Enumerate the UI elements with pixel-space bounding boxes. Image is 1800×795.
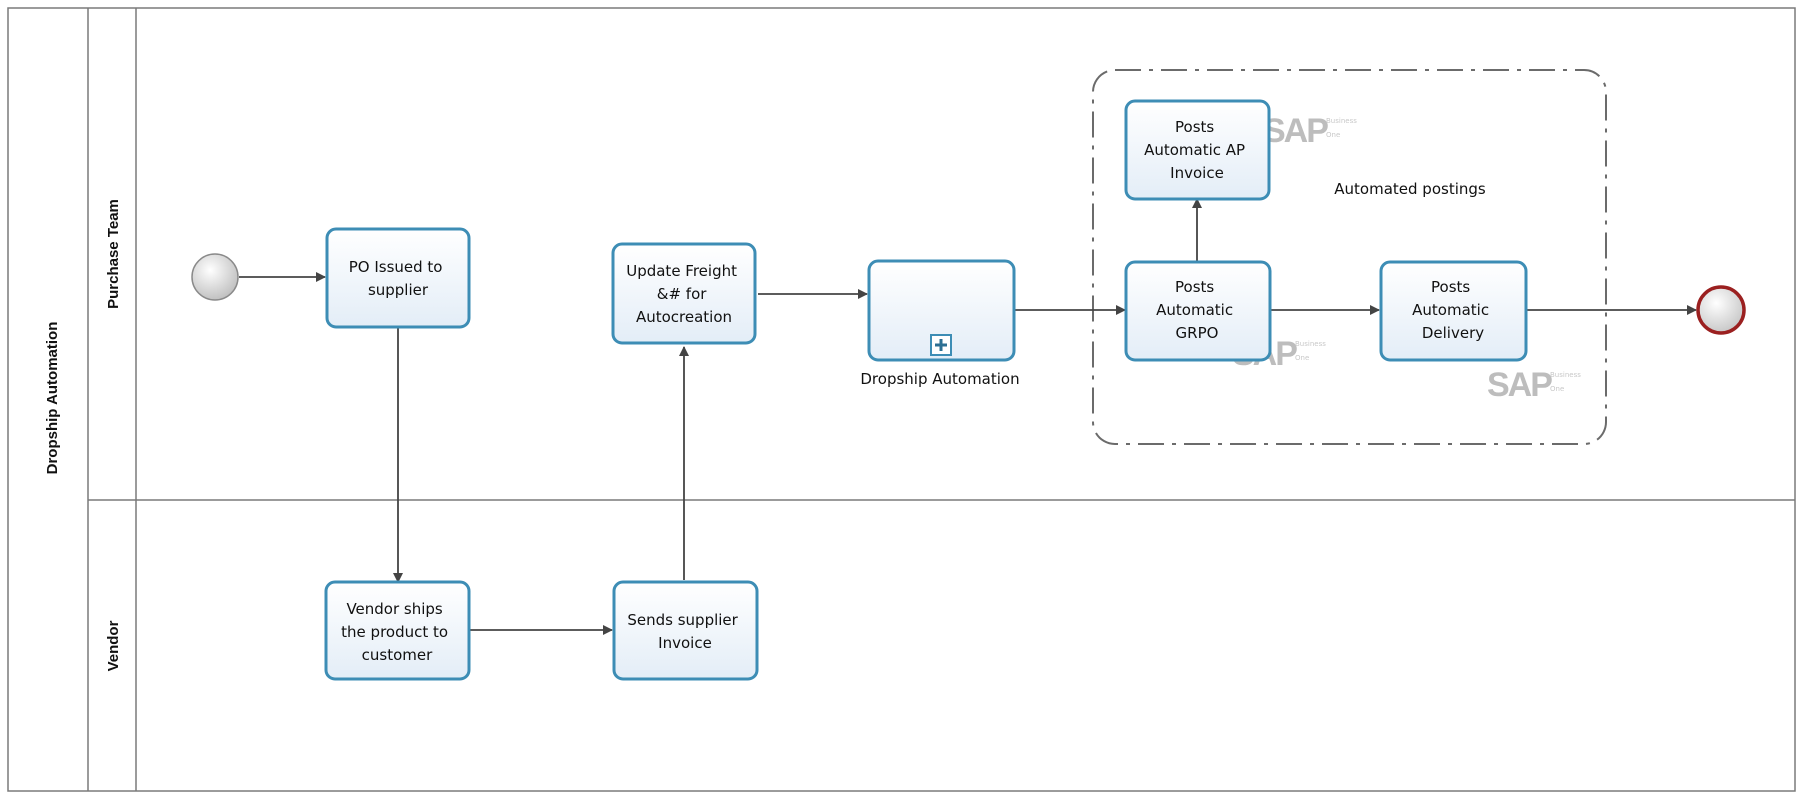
svg-text:One: One: [1550, 385, 1564, 393]
task-po-issued[interactable]: PO Issued to supplier: [325, 227, 471, 329]
svg-text:Business: Business: [1326, 117, 1357, 125]
svg-text:Posts Automatic De: Posts Automatic Delivery: [1412, 278, 1494, 342]
svg-text:PO Issued to supplier: PO Issued to supplier: [349, 258, 448, 299]
svg-text:Update Freight &# for: Update Freight &# for Autocreation: [626, 262, 742, 326]
svg-text:Vendor ships the product: Vendor ships the product to customer: [341, 600, 453, 664]
group-label: Automated postings: [1334, 180, 1486, 198]
sap-logo-text: SAP: [1487, 366, 1552, 404]
svg-text:Sends supplier Invoice: Sends supplier Invoice: [627, 611, 742, 652]
pool: Dropship Automation Purchase Team Vendor: [7, 7, 1796, 792]
lane-label-purchase-team: Purchase Team: [105, 199, 122, 309]
task-sends-supplier-invoice[interactable]: Sends supplier Invoice: [612, 580, 759, 681]
svg-text:Business: Business: [1550, 371, 1581, 379]
lane-label-vendor: Vendor: [105, 620, 122, 671]
subprocess-caption: Dropship Automation: [860, 370, 1019, 388]
automated-postings-group: Automated postings: [1092, 69, 1607, 445]
subprocess-dropship-automation[interactable]: Dropship Automation: [860, 259, 1020, 388]
svg-text:Posts Automatic AP: Posts Automatic AP Invoice: [1144, 118, 1250, 182]
task-posts-automatic-delivery[interactable]: Posts Automatic Delivery: [1379, 260, 1528, 362]
task-posts-automatic-grpo[interactable]: Posts Automatic GRPO: [1124, 260, 1272, 362]
group-border: [1092, 69, 1607, 445]
start-event[interactable]: [191, 253, 239, 301]
end-event[interactable]: [1696, 285, 1746, 335]
pool-border: [7, 7, 1796, 792]
sequence-flows: [239, 198, 1697, 635]
sap-logo: SAP Business One: [1487, 366, 1581, 404]
task-vendor-ships-product[interactable]: Vendor ships the product to customer: [324, 580, 471, 681]
svg-text:Business: Business: [1295, 340, 1326, 348]
svg-text:Posts Automatic GR: Posts Automatic GRPO: [1156, 278, 1238, 342]
plus-icon: [935, 339, 947, 351]
svg-text:One: One: [1326, 131, 1340, 139]
sap-logo: SAP Business One: [1263, 112, 1357, 150]
svg-text:One: One: [1295, 354, 1309, 362]
task-update-freight[interactable]: Update Freight &# for Autocreation: [611, 242, 757, 345]
task-posts-automatic-ap-invoice[interactable]: Posts Automatic AP Invoice: [1124, 99, 1271, 201]
pool-label: Dropship Automation: [44, 322, 61, 475]
sap-logo-text: SAP: [1263, 112, 1328, 150]
